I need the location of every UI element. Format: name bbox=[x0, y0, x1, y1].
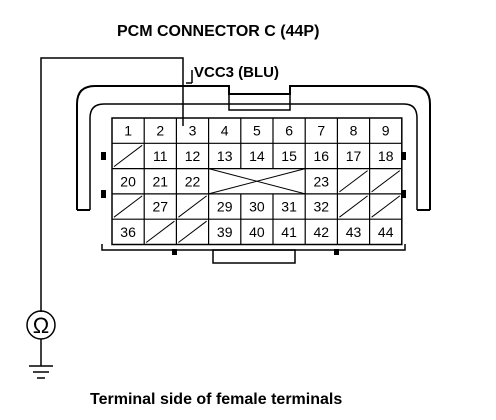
terminal-7: 7 bbox=[317, 123, 325, 139]
terminal-8: 8 bbox=[350, 123, 358, 139]
terminal-17: 17 bbox=[346, 148, 362, 164]
terminal-43: 43 bbox=[346, 224, 362, 240]
empty-cavity bbox=[113, 195, 143, 218]
connector-housing bbox=[76, 85, 431, 264]
terminal-3: 3 bbox=[189, 123, 197, 139]
terminal-39: 39 bbox=[217, 224, 233, 240]
empty-cavity bbox=[145, 220, 175, 243]
terminal-23: 23 bbox=[314, 173, 330, 189]
empty-block-cross bbox=[208, 168, 306, 195]
terminal-40: 40 bbox=[249, 224, 265, 240]
terminal-2: 2 bbox=[156, 123, 164, 139]
wire-label: VCC3 (BLU) bbox=[194, 64, 279, 81]
empty-cavity bbox=[178, 195, 207, 218]
terminal-20: 20 bbox=[120, 173, 136, 189]
empty-cavity bbox=[371, 170, 401, 193]
ground-icon bbox=[29, 365, 53, 379]
terminal-9: 9 bbox=[382, 123, 390, 139]
locking-tab-top bbox=[228, 93, 291, 111]
terminal-44: 44 bbox=[378, 224, 394, 240]
empty-cavity bbox=[339, 170, 368, 193]
terminal-4: 4 bbox=[221, 123, 229, 139]
terminal-29: 29 bbox=[217, 199, 233, 215]
terminal-15: 15 bbox=[281, 148, 297, 164]
diagram-title: PCM CONNECTOR C (44P) bbox=[117, 23, 319, 40]
ohmmeter: Ω bbox=[26, 310, 56, 379]
terminal-36: 36 bbox=[120, 224, 136, 240]
terminal-27: 27 bbox=[153, 199, 169, 215]
housing-key-left-upper bbox=[101, 152, 106, 160]
terminal-31: 31 bbox=[281, 199, 297, 215]
terminal-18: 18 bbox=[378, 148, 394, 164]
empty-cavity bbox=[178, 220, 207, 243]
terminal-13: 13 bbox=[217, 148, 233, 164]
housing-key-right-lower bbox=[401, 190, 406, 198]
terminal-41: 41 bbox=[281, 224, 297, 240]
empty-cavity bbox=[339, 195, 368, 218]
terminal-16: 16 bbox=[314, 148, 330, 164]
empty-cavity bbox=[371, 195, 401, 218]
grid-frame bbox=[111, 117, 403, 246]
locking-tab-bottom bbox=[212, 249, 296, 264]
empty-cavity bbox=[113, 144, 143, 167]
housing-key-right-upper bbox=[401, 152, 406, 160]
caption: Terminal side of female terminals bbox=[90, 391, 342, 408]
terminal-21: 21 bbox=[153, 173, 169, 189]
terminal-14: 14 bbox=[249, 148, 265, 164]
terminal-32: 32 bbox=[314, 199, 330, 215]
terminal-42: 42 bbox=[314, 224, 330, 240]
terminal-6: 6 bbox=[285, 123, 293, 139]
housing-key-bottom-left bbox=[172, 249, 177, 255]
probe-wire bbox=[40, 57, 184, 312]
housing-key-left-lower bbox=[101, 190, 106, 198]
terminal-22: 22 bbox=[185, 173, 201, 189]
terminal-5: 5 bbox=[253, 123, 261, 139]
ohm-symbol: Ω bbox=[33, 313, 49, 338]
housing-key-bottom-right bbox=[334, 249, 339, 255]
terminal-12: 12 bbox=[185, 148, 201, 164]
terminal-30: 30 bbox=[249, 199, 265, 215]
terminal-11: 11 bbox=[153, 148, 168, 164]
terminal-1: 1 bbox=[124, 123, 132, 139]
